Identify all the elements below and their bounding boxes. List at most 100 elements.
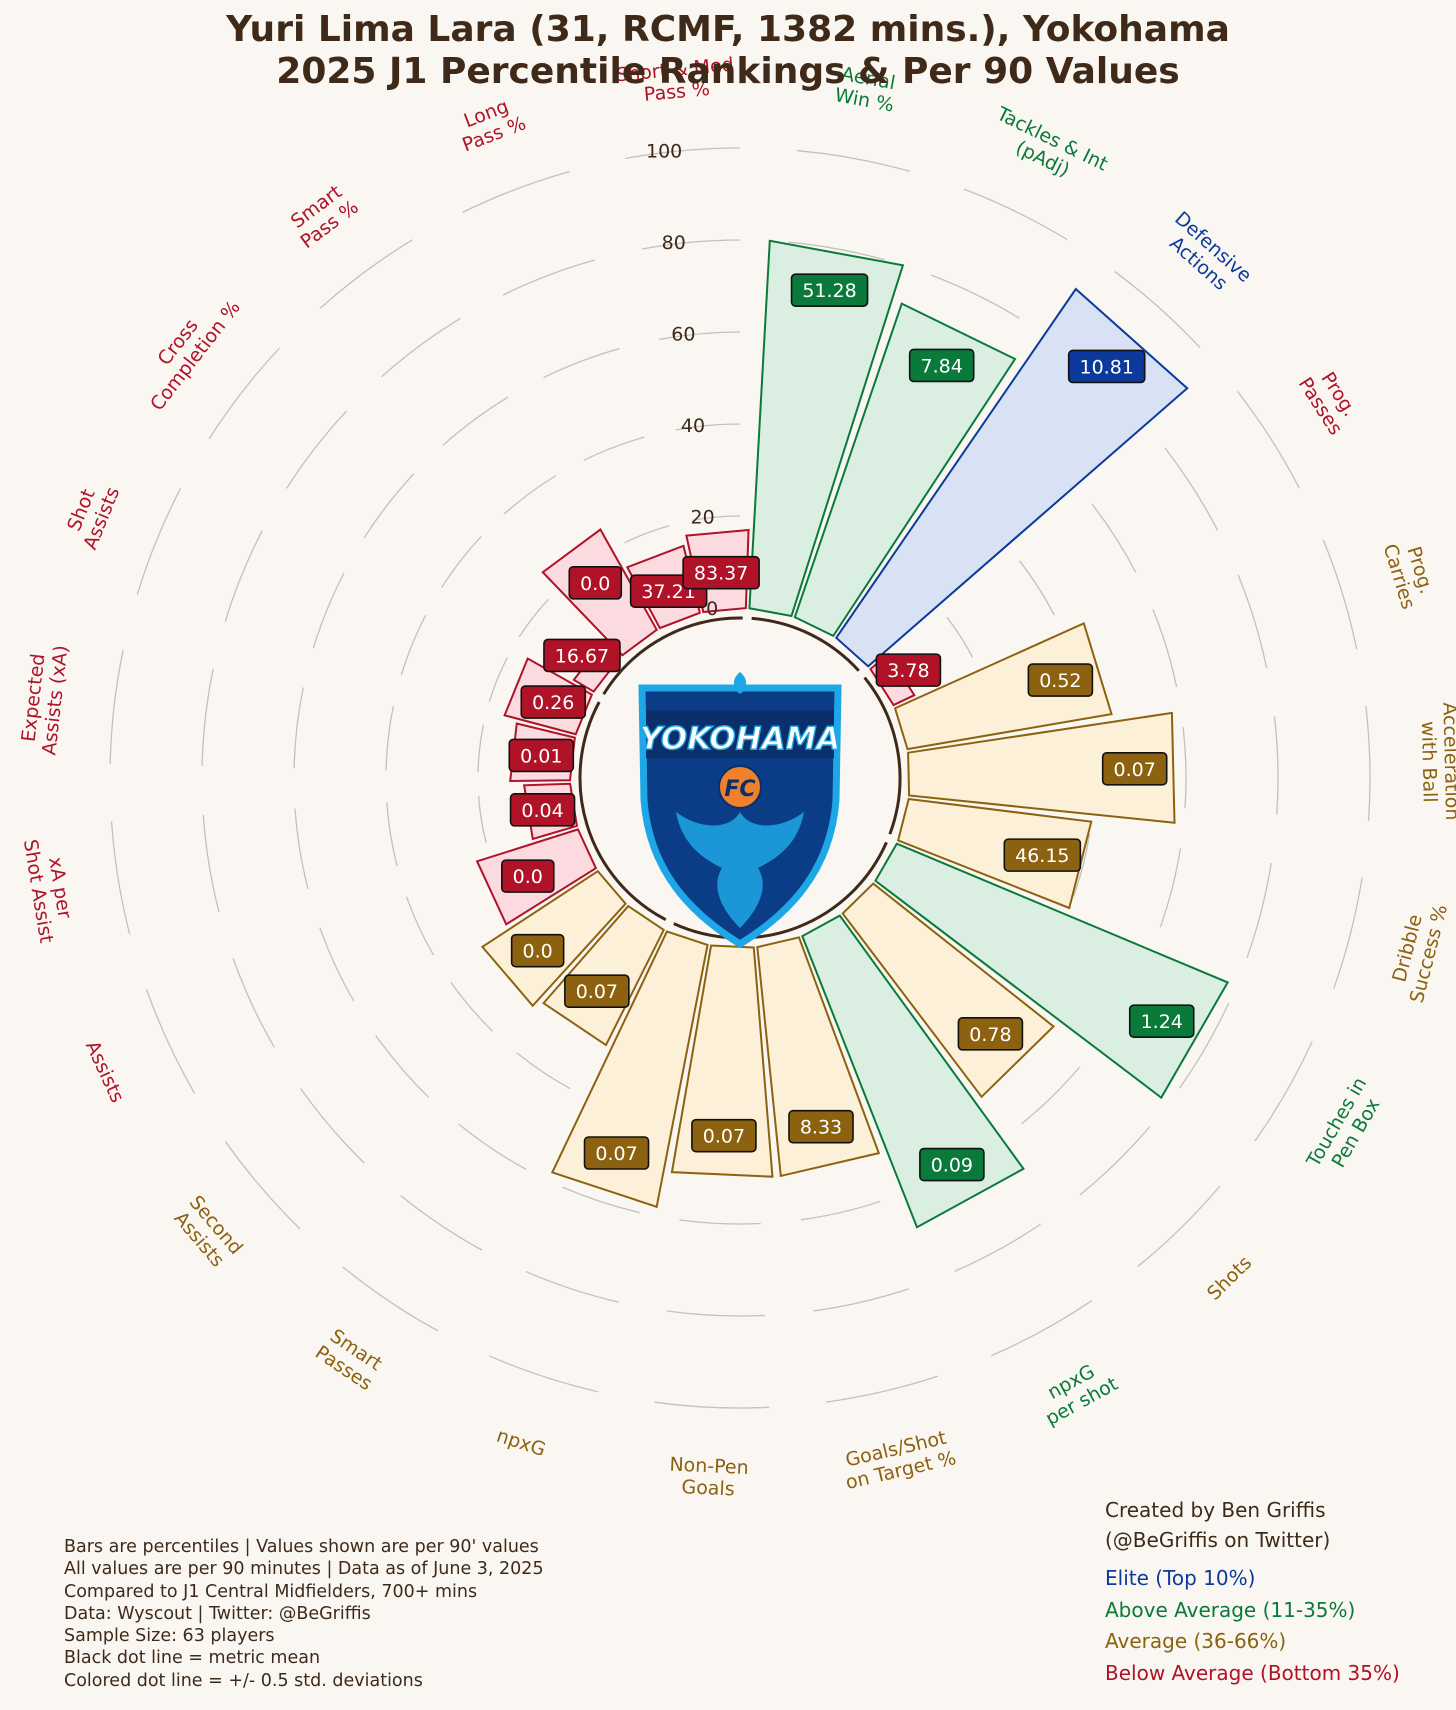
gridline-arc — [208, 347, 280, 440]
gridline-arc — [1072, 833, 1091, 897]
gridline-arc — [813, 1288, 910, 1312]
gridline-arc — [1159, 848, 1182, 928]
value-text: 0.0 — [523, 941, 553, 963]
legend-elite: Elite (Top 10%) — [1105, 1566, 1256, 1590]
value-badge-box — [1101, 751, 1168, 786]
value-badge-box — [919, 1147, 985, 1182]
value-badge: 46.15 — [1003, 838, 1082, 872]
gridline-arc — [385, 706, 395, 771]
value-badge-box — [508, 738, 575, 773]
value-badge: 0.09 — [919, 1147, 985, 1182]
gridline-arc — [1246, 862, 1272, 959]
note-line: Black dot line = metric mean — [64, 1648, 321, 1669]
value-badge: 83.37 — [682, 555, 760, 590]
value-text: 0.0 — [580, 573, 610, 595]
gridline-arc — [800, 1200, 881, 1221]
value-text: 0.07 — [595, 1143, 637, 1165]
gridline-arc — [441, 536, 482, 588]
note-line: All values are per 90 minutes | Data as … — [64, 1559, 544, 1580]
metric-label: ShotAssists — [59, 476, 124, 553]
value-badge-box — [875, 653, 942, 687]
gridline-arc — [931, 274, 1020, 319]
gridline-arc — [954, 1223, 1041, 1272]
value-badge-box — [583, 1136, 650, 1170]
value-text: 0.26 — [532, 692, 574, 714]
gridline-arc — [796, 149, 910, 172]
gridline-arc — [450, 981, 494, 1032]
value-text: 1.24 — [1141, 1011, 1183, 1033]
gridline-arc — [1164, 447, 1219, 531]
value-text: 0.01 — [520, 745, 562, 767]
value-badge: 0.01 — [508, 738, 575, 773]
gridline-arc — [692, 515, 740, 522]
metric-label: CrossCompletion % — [129, 283, 245, 415]
gridline-arc — [286, 410, 348, 489]
gridline-arc — [518, 598, 549, 638]
value-badge: 7.84 — [908, 348, 975, 383]
value-badge-box — [510, 933, 565, 968]
gridline-arc — [658, 331, 740, 341]
legend-average: Average (36-66%) — [1105, 1629, 1287, 1653]
value-badge-box — [543, 638, 621, 673]
gridline-arc — [375, 1034, 429, 1098]
value-badge: 16.67 — [543, 638, 621, 673]
gridline-arc — [224, 530, 263, 622]
chart-title-line2: 2025 J1 Percentile Rankings & Per 90 Val… — [276, 51, 1180, 92]
gridline-arc — [1365, 705, 1371, 821]
gridline-arc — [946, 616, 974, 658]
gridline-arc — [363, 473, 415, 539]
metric-label: Touches inPen Box — [1302, 1074, 1390, 1183]
value-badge-box — [682, 555, 760, 590]
note-line: Colored dot line = +/- 0.5 std. deviatio… — [64, 1670, 423, 1691]
gridline-arc — [1091, 503, 1137, 573]
value-badge: 8.33 — [788, 1109, 854, 1144]
gridline-arc — [825, 1375, 939, 1403]
note-line: Data: Wyscout | Twitter: @BeGriffis — [64, 1603, 371, 1624]
metric-label: ExpectedAssists (xA) — [16, 642, 72, 757]
value-badge-box — [1067, 349, 1146, 384]
gridline-arc — [400, 614, 427, 676]
value-badge: 0.52 — [1027, 663, 1094, 697]
gridline-arc — [666, 1310, 765, 1317]
radial-tick-label: 100 — [646, 140, 682, 162]
value-badge-box — [500, 859, 555, 893]
value-badge-box — [509, 793, 576, 827]
gridline-arc — [1333, 877, 1363, 989]
value-badge-box — [790, 273, 869, 307]
gridline-arc — [294, 808, 309, 890]
legend-below-average: Below Average (Bottom 35%) — [1105, 1660, 1400, 1685]
value-badge: 3.78 — [875, 653, 942, 687]
percentile-bar — [834, 287, 1189, 668]
value-badge-box — [788, 1109, 854, 1144]
gridline-arc — [442, 396, 509, 446]
value-text: 46.15 — [1015, 845, 1069, 867]
percentile-bar — [896, 797, 1093, 910]
value-text: 0.78 — [969, 1024, 1011, 1046]
value-badge-box — [520, 685, 587, 719]
value-badge-box — [564, 974, 630, 1009]
group-arc — [602, 616, 743, 696]
value-badge: 0.26 — [520, 685, 587, 719]
value-badge: 0.04 — [509, 793, 576, 827]
radial-tick-label: 80 — [662, 232, 686, 254]
value-badge: 0.07 — [564, 974, 630, 1009]
radial-tick-label: 0 — [706, 598, 718, 620]
value-badge-box — [1003, 838, 1082, 872]
gridline-arc — [990, 1300, 1093, 1357]
gridline-arc — [1079, 1126, 1151, 1196]
note-line: Bars are percentiles | Values shown are … — [64, 1537, 539, 1557]
value-text: 0.07 — [576, 981, 618, 1003]
gridline-arc — [1152, 609, 1178, 688]
gridline-arc — [625, 147, 740, 160]
value-badge-box — [1128, 1004, 1195, 1038]
metric-label: Prog.Passes — [1294, 362, 1365, 439]
group-arc — [863, 676, 902, 835]
gridline-arc — [109, 649, 124, 765]
value-text: 0.07 — [1114, 759, 1156, 781]
gridline-arc — [319, 239, 413, 309]
gridline-arc — [405, 896, 435, 956]
gridline-arc — [516, 1052, 571, 1090]
value-text: 0.09 — [931, 1155, 973, 1177]
percentile-bar — [907, 711, 1176, 824]
metric-label: Assists — [81, 1038, 128, 1107]
